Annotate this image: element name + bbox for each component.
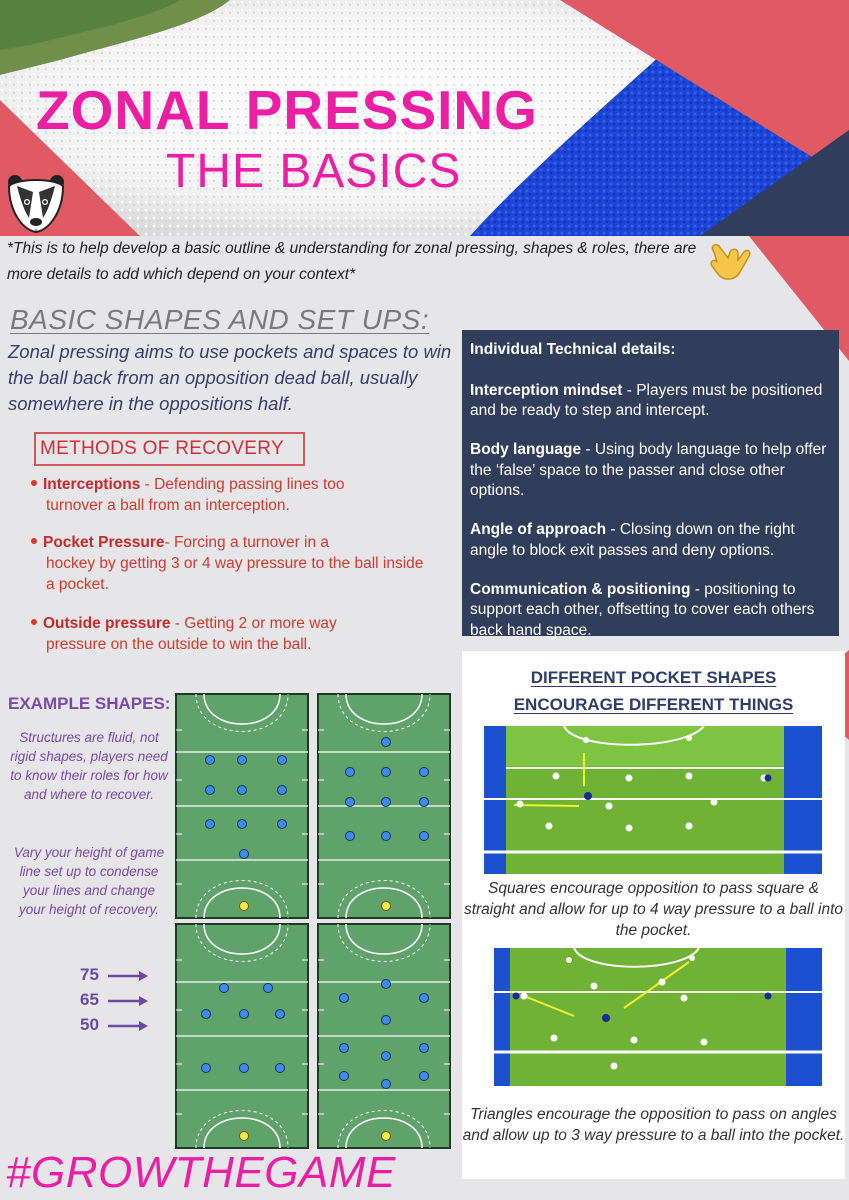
- technical-item: Interception mindset - Players must be p…: [470, 381, 831, 422]
- bullet-icon: [31, 537, 37, 544]
- method-text-cont: hockey by getting 3 or 4 way pressure to…: [46, 555, 424, 593]
- methods-title: METHODS OF RECOVERY: [40, 438, 284, 459]
- method-name: Pocket Pressure: [43, 534, 165, 551]
- technical-item-name: Angle of approach: [470, 521, 607, 538]
- bullet-icon: [31, 479, 37, 486]
- pitch-triangles: [317, 693, 451, 919]
- note-vary-height: Vary your height of game line set up to …: [13, 845, 165, 917]
- example-pitch-diagrams: [175, 693, 451, 1149]
- method-text-cont: turnover a ball from an interception.: [46, 497, 290, 514]
- pocket-title-line2: ENCOURAGE DIFFERENT THINGS: [513, 695, 794, 714]
- technical-item-text: - Using body language to help offer the …: [470, 441, 827, 499]
- line-label-50: 50: [80, 1015, 99, 1034]
- squares-pitch-photo: [484, 726, 822, 874]
- technical-item-text: - Closing down on the right angle to blo…: [470, 521, 795, 559]
- technical-item-name: Body language: [470, 441, 582, 458]
- decor-triangle-right: [749, 236, 849, 361]
- line-label-75: 75: [80, 965, 99, 984]
- method-name: Interceptions: [43, 476, 141, 493]
- pitch-low-block: [175, 923, 309, 1149]
- call-me-hand-icon: [710, 243, 751, 280]
- note-structures: Structures are fluid, not rigid shapes, …: [10, 730, 168, 802]
- method-text: - Defending passing lines too: [140, 476, 345, 493]
- badger-icon: [7, 175, 65, 234]
- technical-item-text: - positioning to support each other, off…: [470, 580, 815, 639]
- bullet-icon: [31, 618, 37, 625]
- caption-triangles: Triangles encourage the opposition to pa…: [462, 1106, 845, 1144]
- disclaimer-text: *This is to help develop a basic outline…: [7, 240, 697, 283]
- methods-title-box: [34, 432, 305, 466]
- line-label-65: 65: [80, 990, 99, 1009]
- method-item: Interceptions - Defending passing lines …: [31, 474, 461, 516]
- section-heading-basic-shapes: BASIC SHAPES AND SET UPS:: [10, 304, 430, 335]
- title-sub: THE BASICS: [166, 145, 462, 198]
- caption-squares: Squares encourage opposition to pass squ…: [463, 880, 844, 939]
- intro-text: Zonal pressing aims to use pockets and s…: [8, 341, 452, 414]
- hashtag-growthegame: #GROWTHEGAME: [6, 1148, 396, 1197]
- triangles-pitch-photo: [494, 948, 822, 1086]
- pocket-title-line1: DIFFERENT POCKET SHAPES: [530, 668, 777, 687]
- pitch-staggered: [317, 923, 451, 1149]
- technical-item: Body language - Using body language to h…: [470, 440, 831, 502]
- technical-item-text: - Players must be positioned and be read…: [470, 381, 823, 420]
- line-arrows: [108, 971, 148, 1031]
- method-text: - Getting 2 or more way: [170, 615, 337, 632]
- method-item: Outside pressure - Getting 2 or more way…: [31, 613, 431, 655]
- technical-heading: Individual Technical details:: [470, 341, 676, 358]
- pocket-shapes-panel: DIFFERENT POCKET SHAPES ENCOURAGE DIFFER…: [462, 651, 845, 1179]
- technical-details-panel: Individual Technical details: Intercepti…: [462, 330, 839, 639]
- example-shapes-heading: EXAMPLE SHAPES:: [8, 694, 171, 713]
- method-name: Outside pressure: [43, 615, 171, 632]
- method-item: Pocket Pressure- Forcing a turnover in a…: [31, 532, 431, 595]
- technical-item: Angle of approach - Closing down on the …: [470, 520, 831, 561]
- technical-item: Communication & positioning - positionin…: [470, 580, 831, 642]
- technical-item-name: Communication & positioning: [470, 580, 691, 598]
- method-text-cont: pressure on the outside to win the ball.: [46, 636, 312, 653]
- pitch-squares: [175, 693, 309, 919]
- technical-item-name: Interception mindset: [470, 381, 623, 399]
- title-main: ZONAL PRESSING: [36, 79, 538, 141]
- method-text: - Forcing a turnover in a: [164, 534, 330, 551]
